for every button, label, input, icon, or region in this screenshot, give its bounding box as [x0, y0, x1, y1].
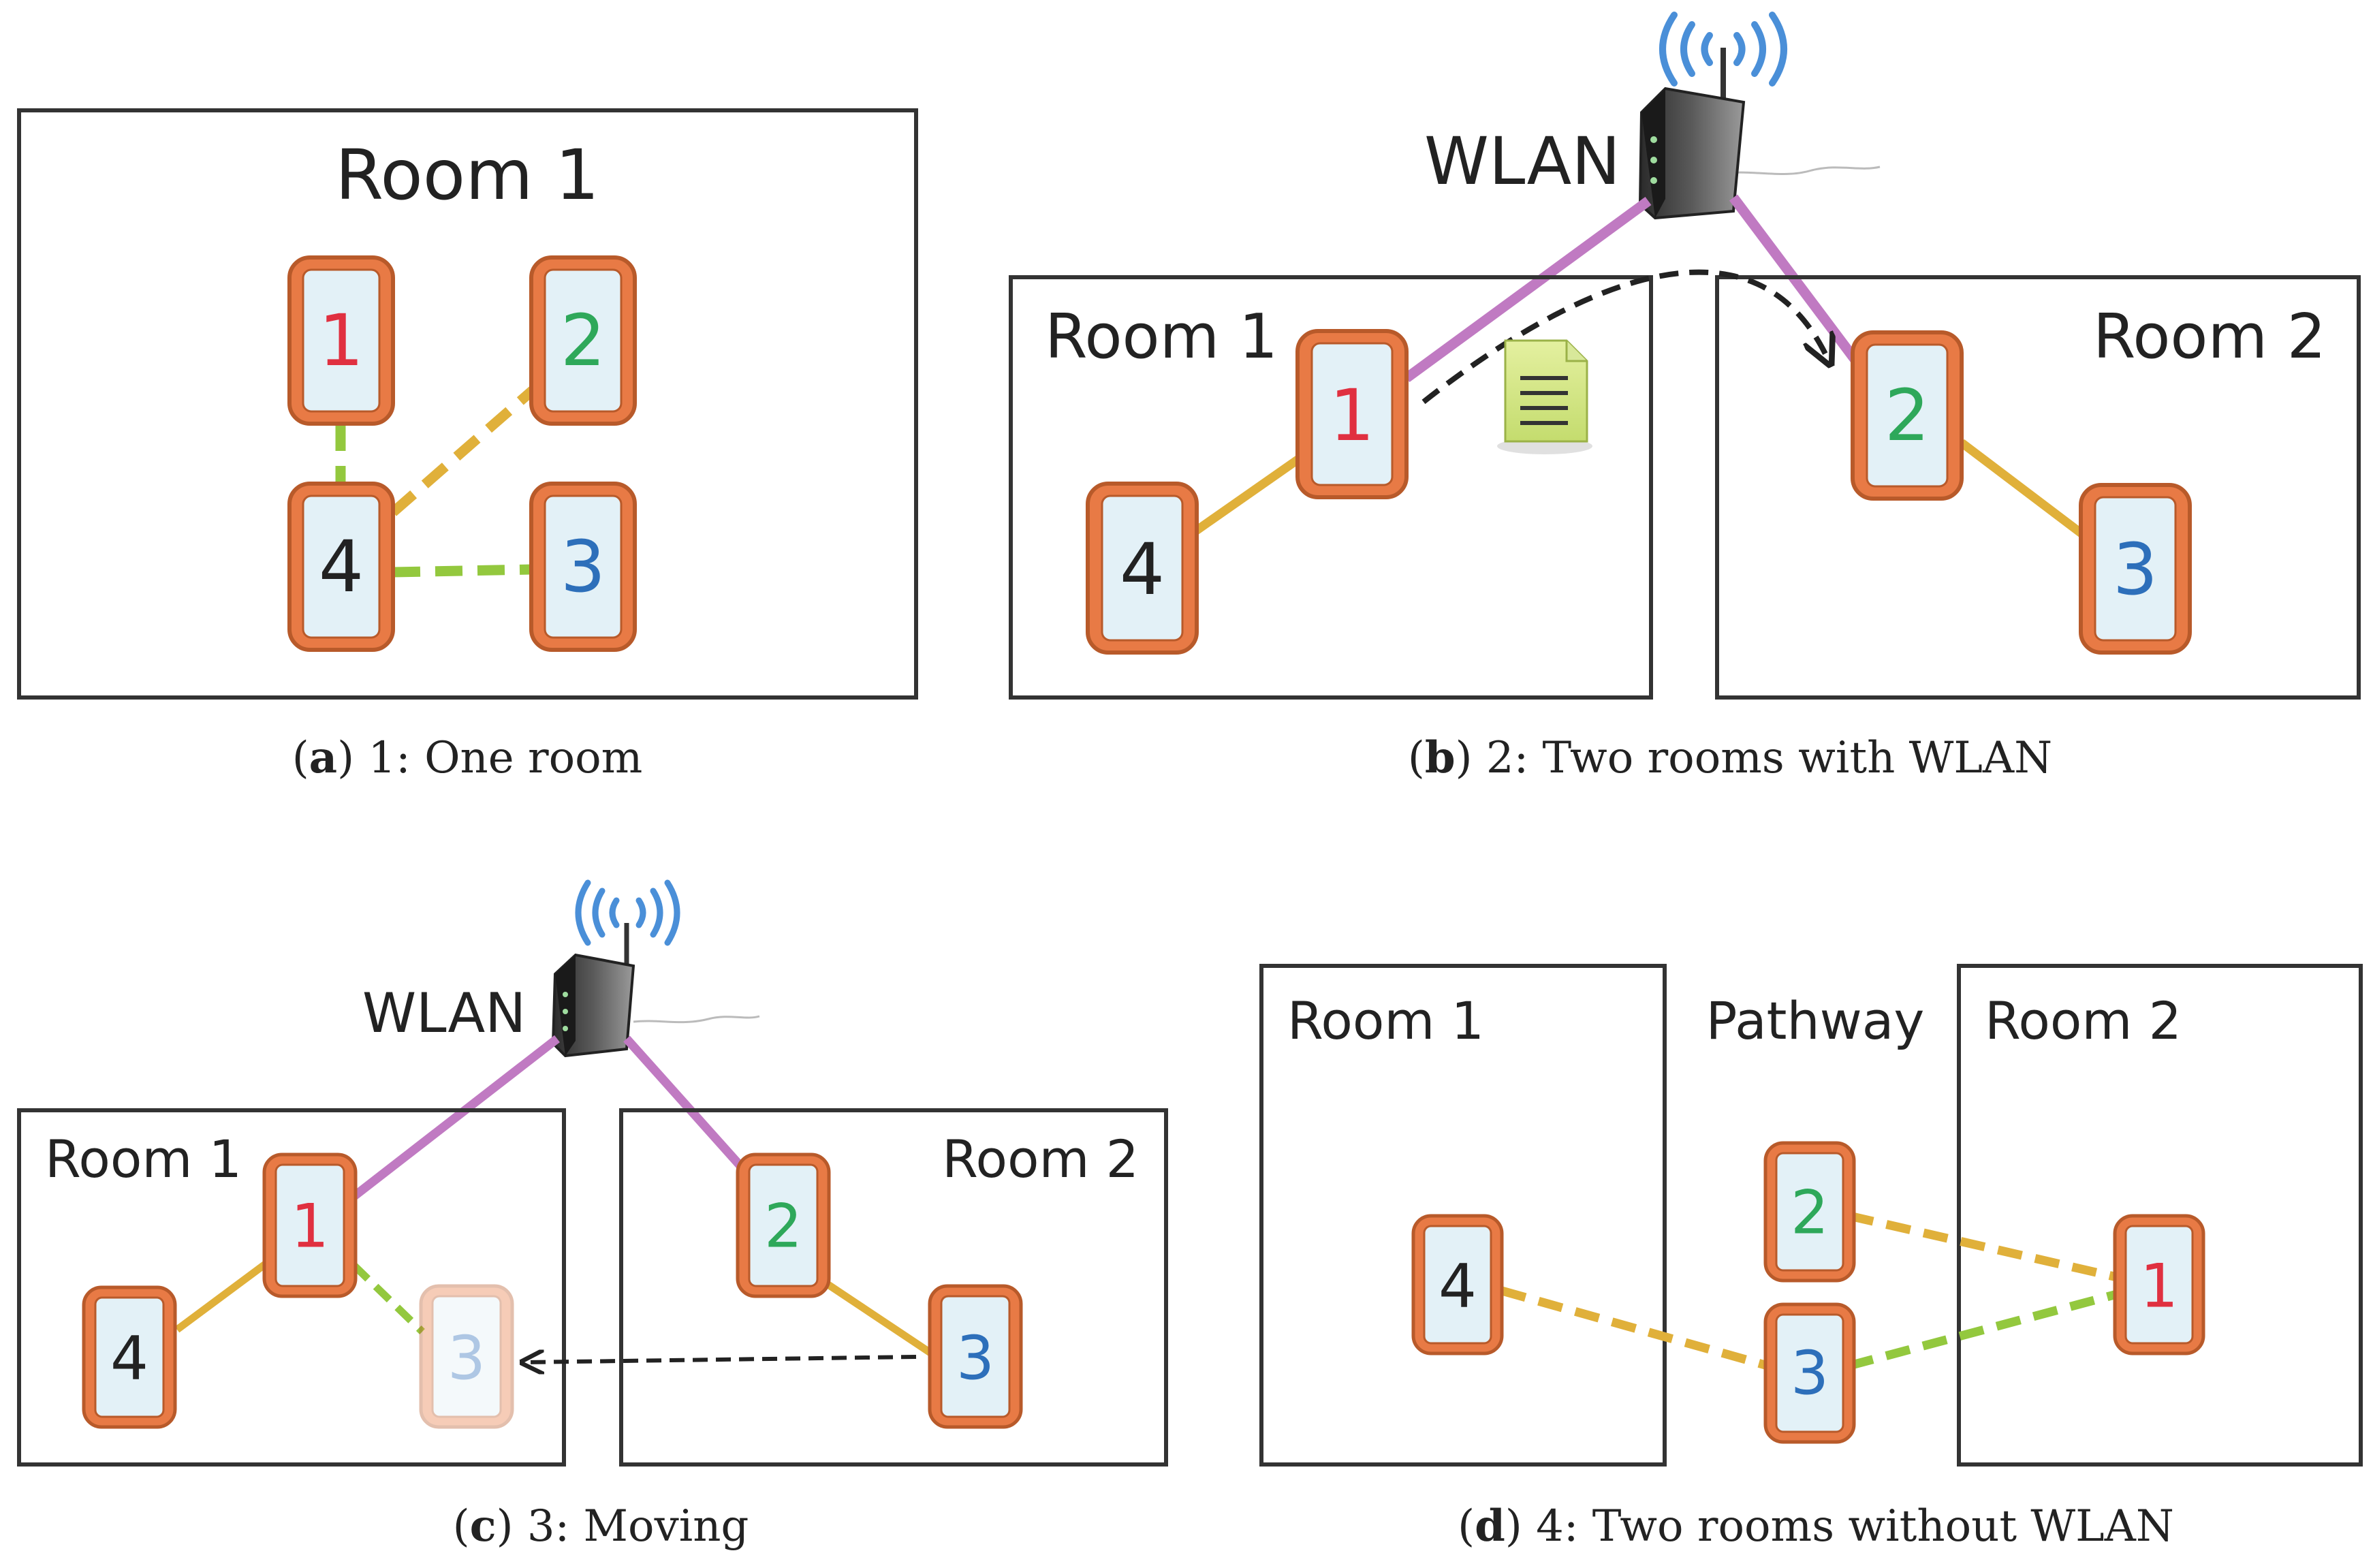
link-dashed-4-3	[1500, 1286, 1769, 1370]
device-3: 3	[1763, 1302, 1856, 1444]
device-label: 2	[1885, 374, 1930, 457]
device-2: 2	[736, 1153, 831, 1298]
device-label: 1	[319, 299, 364, 382]
room-box-2	[619, 1108, 1168, 1467]
room-label-2: Room 2	[1985, 990, 2182, 1051]
link-dashed-4-3	[392, 564, 532, 578]
device-label: 4	[319, 525, 364, 608]
device-label: 4	[1439, 1251, 1477, 1321]
device-1: 1	[1295, 329, 1409, 499]
device-label: 3	[2113, 528, 2158, 611]
room-box-1	[1259, 964, 1667, 1467]
router-cable	[633, 1015, 760, 1024]
device-3: 3	[2079, 483, 2192, 655]
room-box-2	[1957, 964, 2363, 1467]
caption-a: (a) 1: One room	[292, 732, 643, 783]
room-label: Room 1	[335, 135, 599, 216]
device-1: 1	[287, 255, 395, 426]
device-label: 1	[2140, 1251, 2178, 1321]
device-1: 1	[262, 1153, 358, 1298]
device-4: 4	[1086, 482, 1199, 655]
transfer-arrow	[1421, 269, 1829, 405]
panel-d: Room 1 Pathway Room 2 4 2 3 1 (d) 4: Two…	[1259, 964, 2363, 1552]
link-4-1	[174, 1255, 275, 1333]
device-label: 4	[110, 1323, 148, 1394]
wifi-signal-icon	[1659, 12, 1787, 87]
room-label-1: Room 1	[45, 1129, 242, 1189]
link-wlan-2	[1729, 194, 1870, 378]
link-wlan-1	[1403, 196, 1652, 383]
panel-a: Room 1 1 2 4 3 (a) 1: One room	[17, 108, 918, 783]
room-box	[17, 108, 918, 700]
caption-b: (b) 2: Two rooms with WLAN	[1408, 732, 2052, 783]
wlan-label: WLAN	[362, 982, 526, 1045]
caption-d: (d) 4: Two rooms without WLAN	[1458, 1501, 2174, 1552]
link-dashed-1-3	[351, 1263, 425, 1334]
device-label: 3	[561, 525, 606, 608]
device-label: 4	[1120, 528, 1165, 611]
device-label: 2	[1791, 1178, 1829, 1248]
device-4: 4	[1411, 1214, 1504, 1355]
link-4-1	[1191, 451, 1307, 537]
device-3-ghost: 3	[419, 1284, 514, 1429]
room-box-1	[17, 1108, 566, 1467]
device-3: 3	[928, 1284, 1023, 1429]
device-label: 2	[764, 1191, 802, 1261]
device-2: 2	[529, 255, 637, 426]
router-cable	[1726, 166, 1881, 175]
room-label-1: Room 1	[1287, 990, 1484, 1051]
room-label-2: Room 2	[942, 1129, 1139, 1189]
device-label: 1	[1330, 374, 1374, 457]
panel-b: WLAN Room 1 Room 2 1 4	[1009, 12, 2361, 783]
device-3: 3	[529, 482, 637, 652]
link-dashed-3-1	[1848, 1289, 2118, 1370]
caption-c: (c) 3: Moving	[453, 1501, 749, 1552]
wlan-label: WLAN	[1424, 123, 1620, 200]
device-label: 1	[291, 1191, 329, 1261]
room-box-1	[1009, 275, 1653, 700]
room-label-2: Room 2	[2093, 301, 2326, 373]
wlan-router	[1638, 48, 1881, 220]
link-dashed-2-1	[1848, 1211, 2118, 1282]
device-label: 3	[447, 1323, 486, 1394]
device-4: 4	[287, 482, 395, 652]
panel-c: WLAN Room 1 Room 2 1 4 3 2	[17, 879, 1168, 1552]
device-label: 3	[1791, 1338, 1829, 1409]
link-2-3	[1959, 439, 2090, 542]
wlan-router	[551, 923, 760, 1058]
link-dashed-4-2	[390, 381, 541, 516]
room-label-1: Room 1	[1045, 301, 1278, 373]
device-2: 2	[1763, 1141, 1856, 1283]
device-2: 2	[1851, 330, 1964, 501]
device-1: 1	[2113, 1214, 2205, 1355]
room-box-2	[1715, 275, 2361, 700]
pathway-label: Pathway	[1706, 990, 1925, 1051]
link-2-3	[821, 1279, 937, 1359]
document-icon	[1497, 339, 1592, 454]
move-arrow	[524, 1357, 917, 1362]
device-4: 4	[82, 1285, 177, 1429]
device-label: 2	[561, 299, 606, 382]
link-wlan-2	[623, 1035, 746, 1172]
device-label: 3	[956, 1323, 994, 1394]
link-wlan-1	[348, 1035, 560, 1203]
wifi-signal-icon	[575, 879, 680, 946]
